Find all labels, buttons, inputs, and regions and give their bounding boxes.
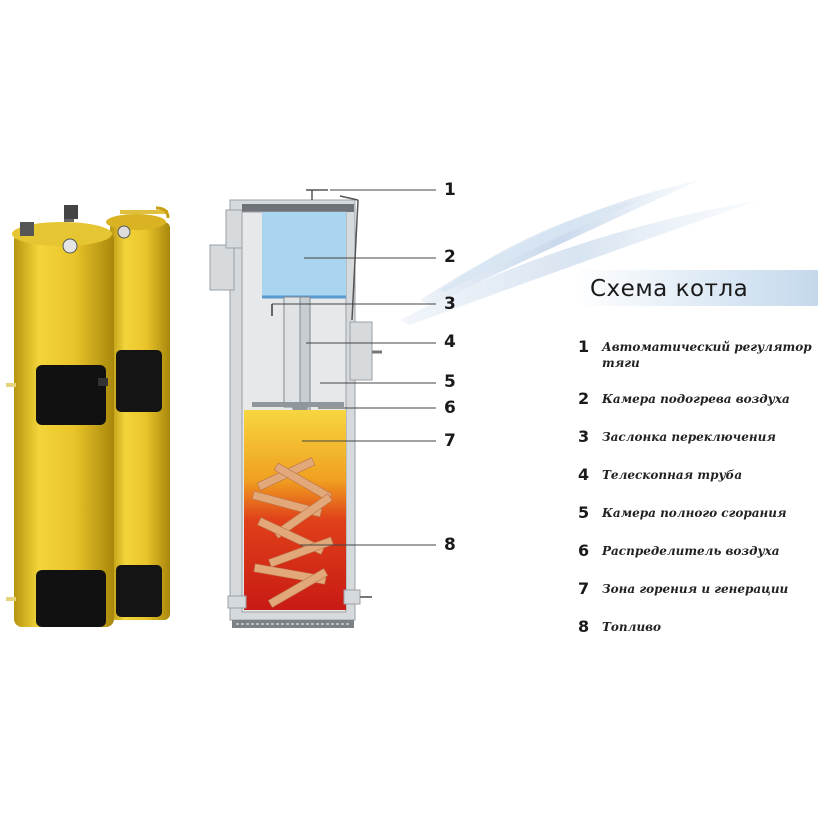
- callout-3: 3: [444, 294, 456, 314]
- legend-item: 7 Зона горения и генерации: [578, 580, 814, 598]
- legend-label: Камера подогрева воздуха: [602, 392, 790, 406]
- boiler-cross-section: [209, 189, 382, 628]
- background-swoosh: [400, 180, 760, 325]
- legend-number: 5: [578, 503, 590, 522]
- callout-6: 6: [444, 398, 456, 418]
- callout-7: 7: [444, 431, 456, 451]
- legend-number: 4: [578, 465, 590, 484]
- legend-label: Топливо: [602, 620, 662, 634]
- callout-8: 8: [444, 535, 456, 555]
- legend-label: Автоматический регулятор тяги: [602, 340, 812, 370]
- leader-lines: [272, 189, 436, 546]
- boiler-photo-back: [64, 206, 170, 620]
- legend-number: 2: [578, 389, 590, 408]
- callout-1: 1: [444, 180, 456, 200]
- legend-item: 2 Камера подогрева воздуха: [578, 390, 814, 408]
- boiler-door-front-upper: [36, 365, 106, 425]
- legend-label: Заслонка переключения: [602, 430, 776, 444]
- legend-item: 5 Камера полного сгорания: [578, 504, 814, 522]
- fuel-logs: [251, 457, 334, 608]
- title-bar: [575, 270, 818, 306]
- legend-item: 8 Топливо: [578, 618, 814, 636]
- legend-item: 4 Телескопная труба: [578, 466, 814, 484]
- legend-label: Телескопная труба: [602, 468, 743, 482]
- diagram-title: Схема котла: [590, 276, 749, 302]
- callout-4: 4: [444, 332, 456, 352]
- boiler-door-back-upper: [116, 350, 162, 412]
- legend-number: 1: [578, 337, 590, 356]
- boiler-door-back-lower: [116, 565, 162, 617]
- callout-2: 2: [444, 247, 456, 267]
- legend-item: 1 Автоматический регулятор тяги: [578, 338, 814, 371]
- legend-number: 6: [578, 541, 590, 560]
- legend-number: 8: [578, 617, 590, 636]
- legend-label: Камера полного сгорания: [602, 506, 787, 520]
- legend-label: Зона горения и генерации: [602, 582, 789, 596]
- boiler-door-front-lower: [36, 570, 106, 627]
- legend-number: 3: [578, 427, 590, 446]
- air-distributor: [252, 402, 344, 407]
- legend-number: 7: [578, 579, 590, 598]
- legend-item: 3 Заслонка переключения: [578, 428, 814, 446]
- legend-item: 6 Распределитель воздуха: [578, 542, 814, 560]
- legend-label: Распределитель воздуха: [602, 544, 780, 558]
- boiler-photo-front: [6, 205, 114, 627]
- air-heating-chamber: [262, 212, 346, 297]
- callout-5: 5: [444, 372, 456, 392]
